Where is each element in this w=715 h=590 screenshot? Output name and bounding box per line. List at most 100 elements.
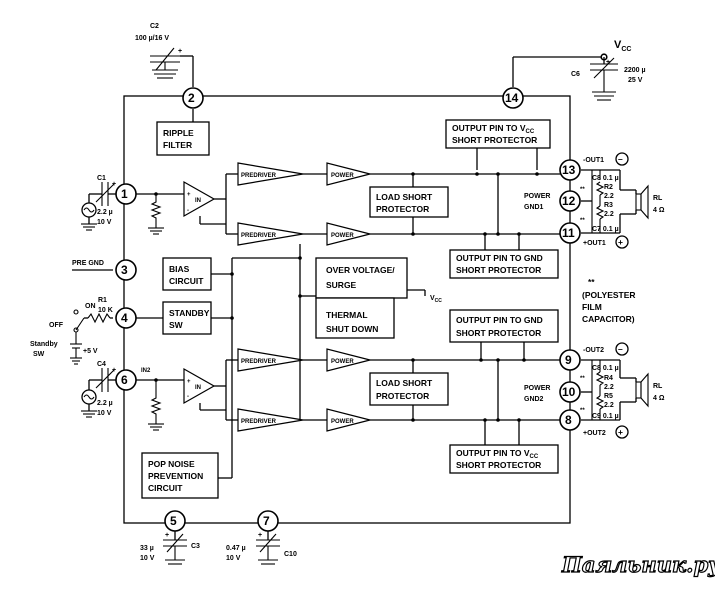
load-short-protector-2-label-1: LOAD SHORT <box>376 378 433 388</box>
svg-text:-: - <box>187 208 189 214</box>
c6-name: C6 <box>571 71 580 78</box>
r5-name: R5 <box>604 393 613 400</box>
svg-text:+: + <box>165 532 169 539</box>
c8-label-1: C8 0.1 µ <box>592 175 619 182</box>
load-short-protector-1-label-1: LOAD SHORT <box>376 192 433 202</box>
c2-value: 100 µ/16 V <box>135 35 169 42</box>
svg-text:POWER: POWER <box>331 419 354 425</box>
r2-name: R2 <box>604 184 613 191</box>
bias-resistor-2 <box>150 380 162 424</box>
standby-sw-label-2: SW <box>169 320 184 330</box>
standby-sw-ext-label-2: SW <box>33 351 45 358</box>
pin-11: 11 <box>559 222 581 244</box>
out2-plus: +OUT2 <box>583 430 606 437</box>
output-gnd-protector-1-label-2: SHORT PROTECTOR <box>456 265 541 275</box>
svg-text:+: + <box>258 532 262 539</box>
power-1a <box>326 162 371 186</box>
c10-name: C10 <box>284 551 297 558</box>
svg-text:PREDRIVER: PREDRIVER <box>241 359 277 365</box>
svg-text:POWER: POWER <box>331 359 354 365</box>
svg-text:1: 1 <box>121 187 128 201</box>
power-gnd2-label-2: GND2 <box>524 396 544 403</box>
c3-value-1: 33 µ <box>140 545 154 552</box>
thermal-label-2: SHUT DOWN <box>326 324 378 334</box>
ch1-input <box>81 182 119 231</box>
pop-noise-label-1: POP NOISE <box>148 459 195 469</box>
standby-sw-ext-label-1: Standby <box>30 341 58 348</box>
svg-text:IN: IN <box>195 385 201 391</box>
ripple-filter-block <box>156 121 210 156</box>
plus5v-label: +5 V <box>83 348 98 355</box>
svg-text:11: 11 <box>562 226 575 240</box>
power-1b <box>326 222 371 246</box>
r3-name: R3 <box>604 202 613 209</box>
load-short-protector-2-label-2: PROTECTOR <box>376 391 429 401</box>
svg-text:3: 3 <box>121 263 128 277</box>
output-gnd-protector-2-label-1: OUTPUT PIN TO GND <box>456 315 543 325</box>
bias-circuit-label-2: CIRCUIT <box>169 276 204 286</box>
c4-name: C4 <box>97 361 106 368</box>
vcc-mid-label: VCC <box>430 295 442 304</box>
output-vcc-protector-1-label-2: SHORT PROTECTOR <box>452 135 537 145</box>
output-vcc-protector-2-label-2: SHORT PROTECTOR <box>456 460 541 470</box>
c2-name: C2 <box>150 23 159 30</box>
svg-text:7: 7 <box>263 514 270 528</box>
rl1-value: 4 Ω <box>653 207 665 214</box>
thermal-block <box>315 297 395 339</box>
svg-text:–: – <box>618 154 623 164</box>
svg-text:10: 10 <box>562 385 576 399</box>
standby-switch[interactable] <box>70 309 113 365</box>
c3-capacitor <box>163 531 187 565</box>
c6-value-1: 2200 µ <box>624 67 646 74</box>
pre-gnd-label: PRE GND <box>72 260 104 267</box>
predriver-1b <box>237 222 304 246</box>
pin-6: 6 <box>115 369 137 391</box>
polyester-note-1: (POLYESTER <box>582 290 636 300</box>
c10-capacitor <box>256 531 280 565</box>
ch1-output-network <box>581 169 649 234</box>
svg-text:POWER: POWER <box>331 173 354 179</box>
svg-text:**: ** <box>588 277 595 287</box>
svg-text:**: ** <box>580 218 585 224</box>
c4-value-1: 2.2 µ <box>97 400 113 407</box>
power-gnd2-label-1: POWER <box>524 385 550 392</box>
svg-text:+: + <box>178 48 182 55</box>
out2-minus: -OUT2 <box>583 347 604 354</box>
r3-value: 2.2 <box>604 211 614 218</box>
input-amp-1 <box>183 180 216 218</box>
load-short-protector-1 <box>369 186 449 218</box>
output-vcc-protector-2-label: OUTPUT PIN TO VCC <box>456 448 539 460</box>
svg-text:**: ** <box>580 187 585 193</box>
r5-value: 2.2 <box>604 402 614 409</box>
svg-text:6: 6 <box>121 373 128 387</box>
ch2-input <box>81 368 119 418</box>
load-short-protector-2 <box>369 372 449 406</box>
bias-circuit-block <box>162 257 212 291</box>
r4-name: R4 <box>604 375 613 382</box>
svg-text:+: + <box>112 367 116 374</box>
svg-text:POWER: POWER <box>331 233 354 239</box>
pin-7: 7 <box>257 510 279 532</box>
svg-text:PREDRIVER: PREDRIVER <box>241 173 277 179</box>
predriver-2b <box>237 408 304 432</box>
c8-label-2: C8 0.1 µ <box>592 365 619 372</box>
c3-value-2: 10 V <box>140 555 155 562</box>
c6-value-2: 25 V <box>628 77 643 84</box>
svg-text:PREDRIVER: PREDRIVER <box>241 233 277 239</box>
polyester-note-2: FILM <box>582 302 602 312</box>
svg-text:-: - <box>187 394 189 400</box>
r2-value: 2.2 <box>604 193 614 200</box>
svg-text:**: ** <box>580 376 585 382</box>
svg-text:+: + <box>112 181 116 188</box>
thermal-label-1: THERMAL <box>326 310 368 320</box>
c2-capacitor <box>150 47 194 87</box>
output-vcc-protector-2 <box>449 444 559 474</box>
svg-text:–: – <box>618 344 623 354</box>
c4-value-2: 10 V <box>97 410 112 417</box>
pin-8: 8 <box>559 409 581 431</box>
predriver-2a <box>237 348 304 372</box>
output-gnd-protector-2-label-2: SHORT PROTECTOR <box>456 328 541 338</box>
pop-noise-label-2: PREVENTION <box>148 471 203 481</box>
svg-text:IN: IN <box>195 198 201 204</box>
